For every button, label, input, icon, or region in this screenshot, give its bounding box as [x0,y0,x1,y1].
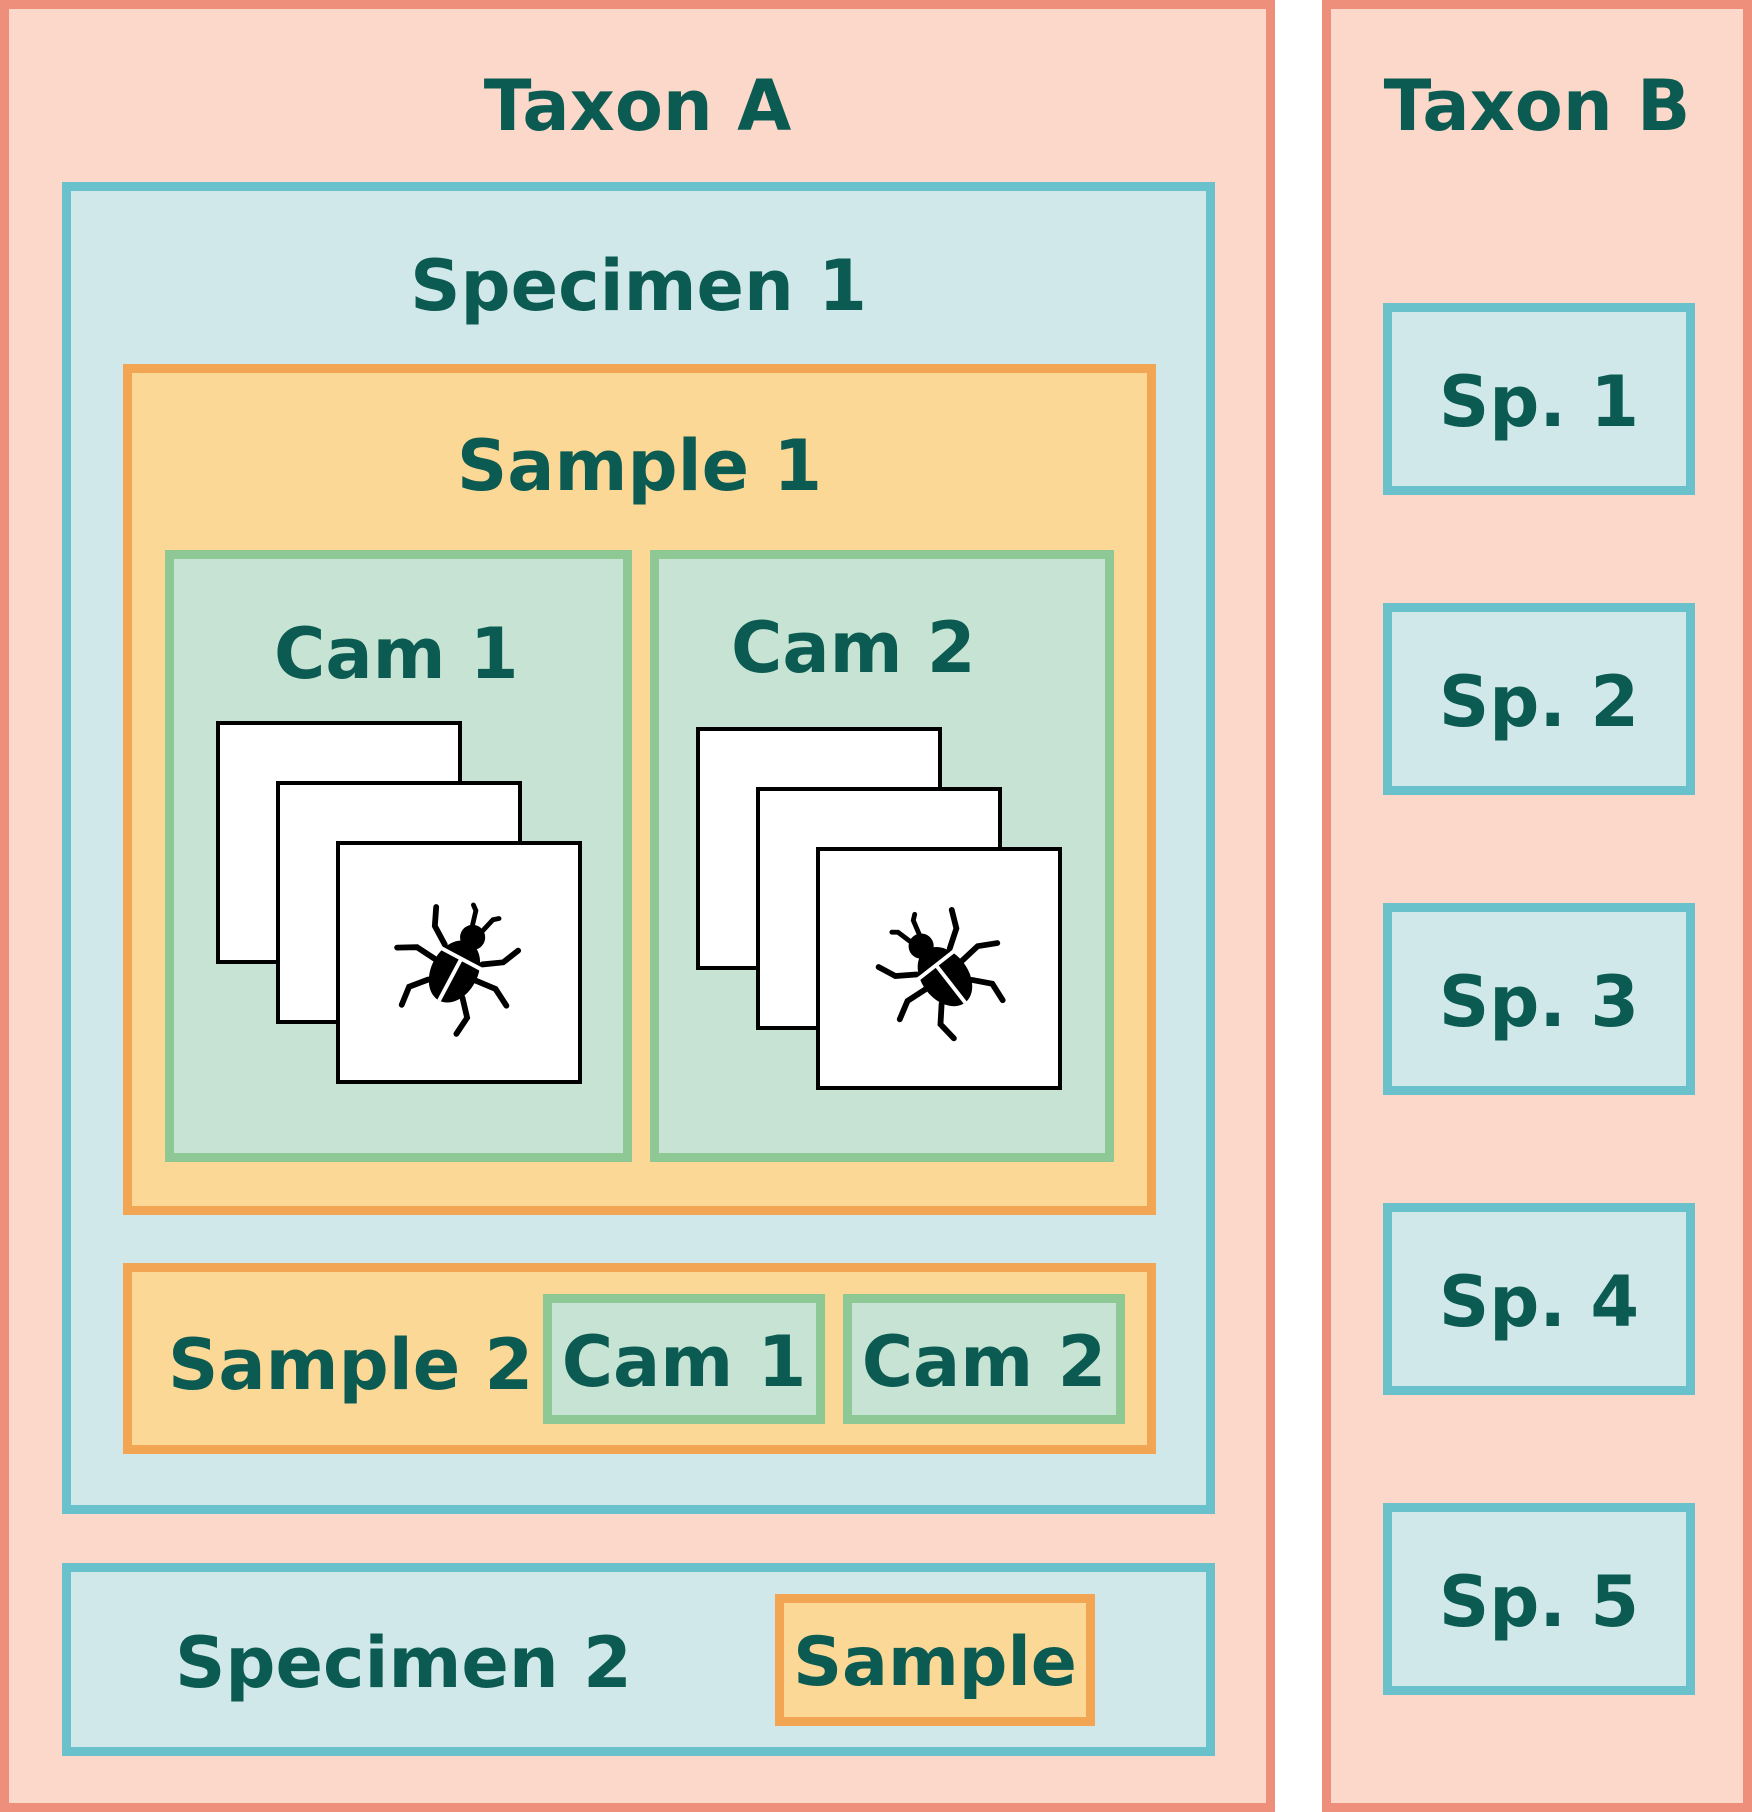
taxon-b-specimen-label: Sp. 3 [1438,961,1640,1043]
sample-1-title: Sample 1 [456,425,823,507]
specimen-image [816,847,1062,1090]
sample-2-cam-2-label: Cam 2 [861,1321,1107,1403]
specimen-1-title: Specimen 1 [410,245,867,327]
taxon-b-specimen-4: Sp. 4 [1383,1203,1695,1395]
bug-icon [340,845,578,1080]
sample-2-cam-2-box: Cam 2 [843,1294,1125,1424]
taxon-b-specimen-1: Sp. 1 [1383,303,1695,495]
specimen-2-title: Specimen 2 [175,1622,632,1704]
taxon-a-title: Taxon A [483,65,792,147]
bug-icon [820,851,1058,1086]
sample-2-cam-1-box: Cam 1 [543,1294,825,1424]
taxon-b-specimen-label: Sp. 4 [1438,1261,1640,1343]
taxon-b-specimen-label: Sp. 1 [1438,361,1640,443]
taxon-b-specimen-3: Sp. 3 [1383,903,1695,1095]
taxon-b-specimen-label: Sp. 2 [1438,661,1640,743]
specimen-2-sample-label: Sample [793,1623,1077,1702]
sample-1-cam-2-title: Cam 2 [731,607,976,689]
sample-1-cam-1-title: Cam 1 [274,613,519,695]
sample-2-title: Sample 2 [168,1324,534,1406]
specimen-image [336,841,582,1084]
taxon-b-title: Taxon B [1383,65,1691,147]
taxon-b-specimen-5: Sp. 5 [1383,1503,1695,1695]
specimen-2-sample-box: Sample [775,1594,1095,1726]
taxon-b-specimen-2: Sp. 2 [1383,603,1695,795]
taxon-b-specimen-label: Sp. 5 [1438,1561,1640,1643]
sample-2-cam-1-label: Cam 1 [561,1321,807,1403]
